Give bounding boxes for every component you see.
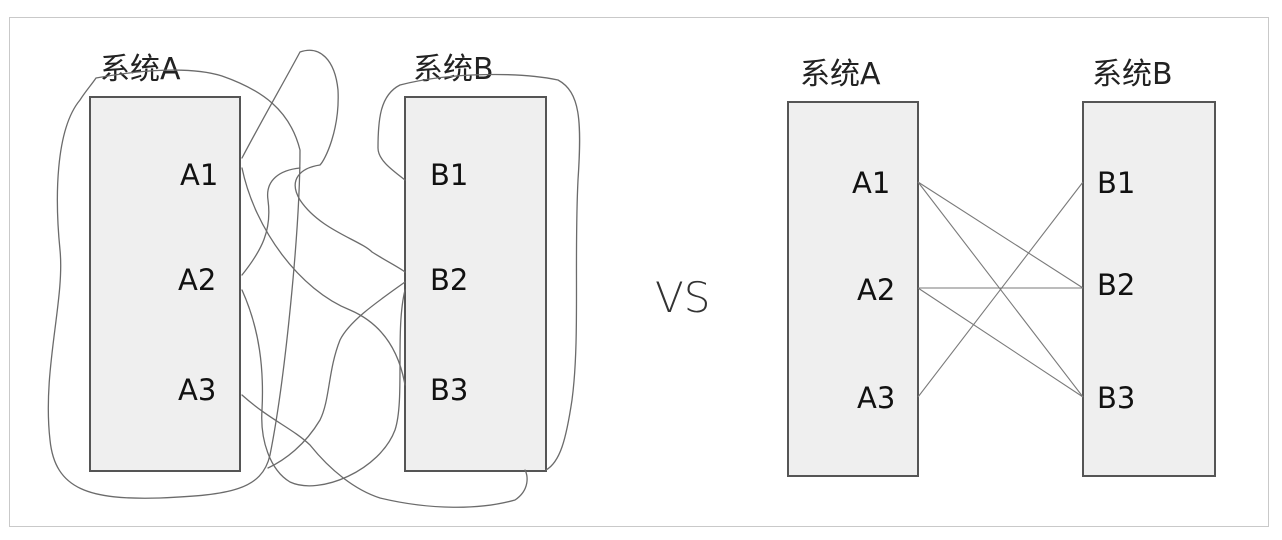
left-item-b3: B3 bbox=[430, 373, 468, 407]
left-system-b-title: 系统B bbox=[413, 52, 494, 87]
tangle-b2-to-a3 bbox=[267, 281, 406, 469]
right-item-b3: B3 bbox=[1097, 381, 1135, 415]
tangle-a2-down bbox=[241, 289, 406, 487]
right-system-a-title: 系统A bbox=[800, 57, 881, 92]
tangle-outer-loop-a bbox=[47, 69, 301, 499]
right-item-a1: A1 bbox=[852, 166, 890, 200]
right-connections bbox=[917, 181, 1084, 398]
right-item-b1: B1 bbox=[1097, 166, 1135, 200]
right-panel-organized: 系统A A1 A2 A3 系统B B1 B2 B3 bbox=[787, 57, 1216, 477]
left-item-b1: B1 bbox=[430, 158, 468, 192]
tangle-a3-loop bbox=[241, 394, 528, 508]
right-system-a-box bbox=[787, 101, 919, 477]
right-item-a2: A2 bbox=[857, 273, 895, 307]
right-system-b-box bbox=[1082, 101, 1216, 477]
left-system-b-box bbox=[404, 96, 547, 472]
versus-label: VS bbox=[655, 273, 710, 322]
link-a3-b1 bbox=[917, 181, 1084, 398]
link-a2-b3 bbox=[917, 287, 1084, 398]
left-item-b2: B2 bbox=[430, 263, 468, 297]
left-item-a3: A3 bbox=[178, 373, 216, 407]
right-item-a3: A3 bbox=[857, 381, 895, 415]
tangle-b1-outer bbox=[377, 73, 581, 471]
left-system-a-box bbox=[89, 96, 241, 472]
tangle-a2-to-b1 bbox=[241, 167, 301, 276]
left-panel-tangled: 系统A A1 A2 A3 系统B B1 B2 B3 bbox=[47, 49, 581, 508]
link-a1-b2 bbox=[917, 181, 1084, 289]
right-system-b-title: 系统B bbox=[1092, 57, 1173, 92]
left-item-a2: A2 bbox=[178, 263, 216, 297]
left-item-a1: A1 bbox=[180, 158, 218, 192]
tangle-a1-to-b3 bbox=[241, 167, 406, 386]
tangle-a1-loop bbox=[241, 49, 406, 273]
right-item-b2: B2 bbox=[1097, 268, 1135, 302]
